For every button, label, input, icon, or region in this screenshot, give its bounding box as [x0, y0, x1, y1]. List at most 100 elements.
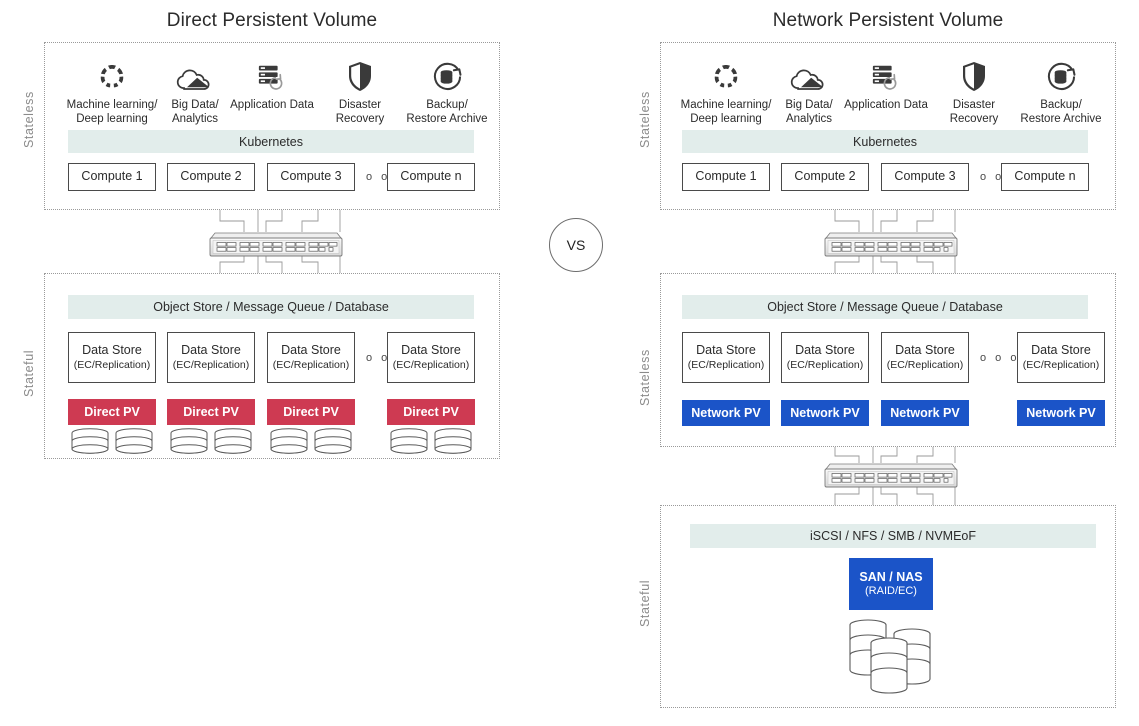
data-store-title: Data Store [795, 343, 855, 358]
compute-node[interactable]: Compute 3 [881, 163, 969, 191]
data-store-node[interactable]: Data Store (EC/Replication) [682, 332, 770, 383]
data-store-title: Data Store [1031, 343, 1091, 358]
platform-band-label: Kubernetes [853, 134, 917, 149]
compute-node-label: Compute 1 [81, 169, 143, 184]
network-switch-icon [207, 230, 345, 258]
direct-pv-chip[interactable]: Direct PV [387, 399, 475, 425]
left-axis-label-stateless: Stateless [22, 91, 36, 149]
left-panel-title: Direct Persistent Volume [166, 10, 378, 31]
compute-node-label: Compute 1 [695, 169, 757, 184]
data-store-title: Data Store [181, 343, 241, 358]
shield-icon [919, 58, 1029, 92]
workload-backup-restore: Backup/ Restore Archive [1006, 58, 1116, 127]
data-store-sub: (EC/Replication) [73, 358, 151, 371]
compute-node[interactable]: Compute 3 [267, 163, 355, 191]
shield-icon [305, 58, 415, 92]
data-store-sub: (EC/Replication) [886, 358, 964, 371]
data-store-sub: (EC/Replication) [272, 358, 350, 371]
backup-restore-icon [1006, 58, 1116, 92]
left-stateful-container [44, 273, 500, 459]
pv-label: Network PV [691, 405, 761, 420]
right-axis-label-stateful: Stateful [638, 579, 652, 627]
data-store-node[interactable]: Data Store (EC/Replication) [1017, 332, 1105, 383]
left-storage-band: Object Store / Message Queue / Database [68, 295, 474, 319]
workload-caption: Backup/ Restore Archive [1020, 99, 1102, 126]
compute-node-label: Compute 2 [794, 169, 856, 184]
workload-caption: Application Data [230, 99, 314, 111]
network-switch-icon [822, 461, 960, 489]
pv-label: Direct PV [283, 404, 339, 419]
san-nas-sub: (RAID/EC) [865, 584, 917, 597]
data-store-sub: (EC/Replication) [687, 358, 765, 371]
data-store-node[interactable]: Data Store (EC/Replication) [68, 332, 156, 383]
data-store-ellipsis: o o o [980, 352, 1020, 364]
data-store-sub: (EC/Replication) [786, 358, 864, 371]
gear-ring-icon [57, 58, 167, 92]
direct-pv-chip[interactable]: Direct PV [167, 399, 255, 425]
data-store-title: Data Store [281, 343, 341, 358]
workload-big-data: Big Data/ Analytics [754, 58, 864, 127]
network-pv-chip[interactable]: Network PV [781, 400, 869, 426]
left-stateless-container [44, 42, 500, 210]
compute-node-label: Compute 3 [894, 169, 956, 184]
protocol-band: iSCSI / NFS / SMB / NVMEoF [690, 524, 1096, 548]
compute-node[interactable]: Compute n [387, 163, 475, 191]
data-store-title: Data Store [895, 343, 955, 358]
compute-node[interactable]: Compute n [1001, 163, 1089, 191]
workload-application-data: Application Data [217, 58, 327, 112]
right-panel-title: Network Persistent Volume [772, 10, 1004, 31]
application-data-icon [831, 58, 941, 92]
workload-caption: Disaster Recovery [949, 99, 999, 126]
compute-node[interactable]: Compute 1 [68, 163, 156, 191]
data-store-node[interactable]: Data Store (EC/Replication) [881, 332, 969, 383]
direct-pv-chip[interactable]: Direct PV [267, 399, 355, 425]
workload-backup-restore: Backup/ Restore Archive [392, 58, 502, 127]
compute-node[interactable]: Compute 2 [781, 163, 869, 191]
network-pv-chip[interactable]: Network PV [1017, 400, 1105, 426]
compute-node[interactable]: Compute 2 [167, 163, 255, 191]
san-nas-title: SAN / NAS [859, 569, 923, 584]
vs-badge: VS [549, 218, 603, 272]
compute-node-label: Compute 3 [280, 169, 342, 184]
data-store-node[interactable]: Data Store (EC/Replication) [387, 332, 475, 383]
right-storage-band: Object Store / Message Queue / Database [682, 295, 1088, 319]
data-store-node[interactable]: Data Store (EC/Replication) [267, 332, 355, 383]
compute-node-label: Compute n [1014, 169, 1076, 184]
pv-label: Network PV [790, 405, 860, 420]
workload-machine-learning: Machine learning/ Deep learning [57, 58, 167, 127]
left-axis-label-stateful: Stateful [22, 349, 36, 397]
application-data-icon [217, 58, 327, 92]
vs-label: VS [566, 237, 586, 253]
network-pv-chip[interactable]: Network PV [682, 400, 770, 426]
right-stateless-storage-container [660, 273, 1116, 447]
workload-application-data: Application Data [831, 58, 941, 112]
right-platform-band: Kubernetes [682, 130, 1088, 153]
workload-caption: Application Data [844, 99, 928, 111]
pv-label: Direct PV [183, 404, 239, 419]
network-pv-chip[interactable]: Network PV [881, 400, 969, 426]
storage-band-label: Object Store / Message Queue / Database [767, 300, 1003, 314]
workload-machine-learning: Machine learning/ Deep learning [671, 58, 781, 127]
workload-disaster-recovery: Disaster Recovery [305, 58, 415, 127]
cloud-analytics-icon [754, 58, 864, 92]
pv-label: Network PV [890, 405, 960, 420]
workload-disaster-recovery: Disaster Recovery [919, 58, 1029, 127]
workload-caption: Disaster Recovery [335, 99, 385, 126]
workload-caption: Backup/ Restore Archive [406, 99, 488, 126]
pv-label: Direct PV [84, 404, 140, 419]
data-store-sub: (EC/Replication) [172, 358, 250, 371]
compute-node-label: Compute n [400, 169, 462, 184]
san-nas-node[interactable]: SAN / NAS (RAID/EC) [849, 558, 933, 610]
compute-node[interactable]: Compute 1 [682, 163, 770, 191]
workload-caption: Big Data/ Analytics [171, 99, 219, 126]
cloud-analytics-icon [140, 58, 250, 92]
pv-label: Direct PV [403, 404, 459, 419]
direct-pv-chip[interactable]: Direct PV [68, 399, 156, 425]
data-store-sub: (EC/Replication) [392, 358, 470, 371]
compute-node-label: Compute 2 [180, 169, 242, 184]
data-store-node[interactable]: Data Store (EC/Replication) [167, 332, 255, 383]
workload-caption: Big Data/ Analytics [785, 99, 833, 126]
data-store-node[interactable]: Data Store (EC/Replication) [781, 332, 869, 383]
data-store-title: Data Store [82, 343, 142, 358]
